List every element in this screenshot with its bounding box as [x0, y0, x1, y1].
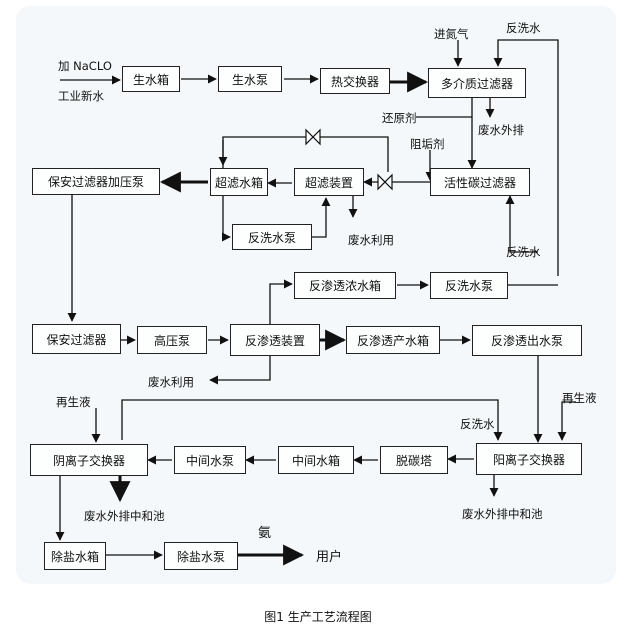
label-waste-neutral-left: 废水外排中和池 [84, 509, 165, 523]
label-add-naclo: 加 NaCLO [58, 59, 112, 73]
label-backwash-carbon: 反洗水 [506, 245, 541, 259]
raw-water-tank: 生水箱 [122, 66, 180, 92]
cation-exchanger: 阳离子交换器 [476, 443, 582, 475]
uf-backwash-pump: 反洗水泵 [232, 224, 312, 250]
label-backwash-top: 反洗水 [506, 21, 541, 35]
security-filter-booster-pump: 保安过滤器加压泵 [32, 168, 160, 195]
high-pressure-pump: 高压泵 [137, 326, 207, 354]
label-waste-reuse-uf: 废水利用 [348, 233, 394, 247]
figure-caption: 图1 生产工艺流程图 [264, 610, 372, 624]
label-backwash-cation: 反洗水 [460, 417, 495, 431]
anion-exchanger: 阴离子交换器 [30, 444, 148, 476]
ultrafiltration-tank: 超滤水箱 [210, 168, 268, 196]
activated-carbon-filter: 活性碳过滤器 [430, 168, 530, 196]
demineralized-water-pump: 除盐水泵 [164, 542, 238, 570]
ultrafiltration-device: 超滤装置 [294, 168, 364, 196]
label-nitrogen-in: 进氮气 [434, 27, 469, 41]
valve-icon [305, 128, 393, 191]
multimedia-filter: 多介质过滤器 [428, 68, 526, 98]
raw-water-pump: 生水泵 [218, 66, 282, 92]
label-reducer: 还原剂 [382, 111, 417, 125]
heat-exchanger: 热交换器 [320, 68, 390, 94]
demineralized-water-tank: 除盐水箱 [44, 542, 106, 570]
decarbonization-tower: 脱碳塔 [380, 446, 448, 474]
label-industrial-water: 工业新水 [58, 89, 104, 103]
intermediate-tank: 中间水箱 [278, 446, 354, 474]
ro-concentrate-tank: 反渗透浓水箱 [294, 272, 396, 299]
reverse-osmosis-device: 反渗透装置 [230, 324, 320, 356]
security-filter: 保安过滤器 [32, 324, 121, 354]
label-waste-out: 废水外排 [478, 123, 524, 137]
ro-output-pump: 反渗透出水泵 [472, 325, 582, 356]
label-waste-reuse-ro: 废水利用 [148, 375, 194, 389]
ro-product-water-tank: 反渗透产水箱 [346, 326, 440, 354]
ro-backwash-pump: 反洗水泵 [430, 272, 508, 299]
intermediate-pump: 中间水泵 [174, 446, 246, 474]
label-ammonia: 氨 [258, 526, 272, 541]
label-regen-right: 再生液 [562, 391, 597, 405]
label-regen-left: 再生液 [56, 395, 91, 409]
label-user: 用户 [316, 550, 343, 565]
label-antiscalant: 阻垢剂 [410, 137, 445, 151]
label-waste-neutral-right: 废水外排中和池 [462, 507, 543, 521]
